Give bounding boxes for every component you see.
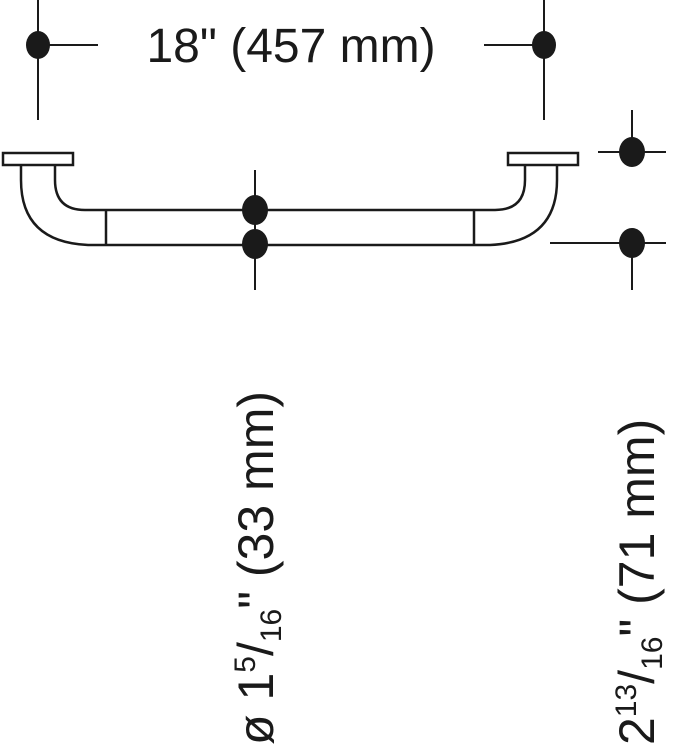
projection-dimension: 213/16" (71 mm) [550, 110, 669, 745]
diameter-symbol: ø [228, 714, 284, 745]
right-flange [506, 151, 580, 167]
projection-slash: / [609, 670, 665, 684]
projection-label: 213/16" (71 mm) [609, 419, 669, 745]
projection-whole: 2 [609, 717, 665, 745]
left-flange [1, 151, 75, 167]
dimension-dot [26, 31, 50, 59]
diameter-metric: (33 mm) [228, 391, 284, 577]
diameter-inch: " [228, 591, 284, 609]
diameter-numerator: 5 [229, 656, 262, 673]
width-label: 18" (457 mm) [146, 20, 435, 73]
dimension-dot [532, 31, 556, 59]
diameter-denominator: 16 [255, 609, 288, 642]
projection-inch: " [609, 619, 665, 637]
diameter-whole: 1 [228, 673, 284, 701]
bar-inner-outline [53, 165, 527, 212]
dimension-dot [242, 195, 268, 225]
dimension-dot [242, 229, 268, 259]
projection-denominator: 16 [636, 637, 669, 670]
dimension-dot [619, 137, 645, 167]
diameter-dimension: ø 15/16" (33 mm) [228, 170, 288, 745]
projection-metric: (71 mm) [609, 419, 665, 605]
bar-outer-outline [19, 165, 559, 247]
width-dimension: 18" (457 mm) [26, 0, 556, 120]
diameter-label: ø 15/16" (33 mm) [228, 391, 288, 745]
diameter-slash: / [228, 642, 284, 656]
dimension-dot [619, 228, 645, 258]
grab-bar-drawing [1, 151, 580, 247]
projection-numerator: 13 [610, 684, 643, 717]
